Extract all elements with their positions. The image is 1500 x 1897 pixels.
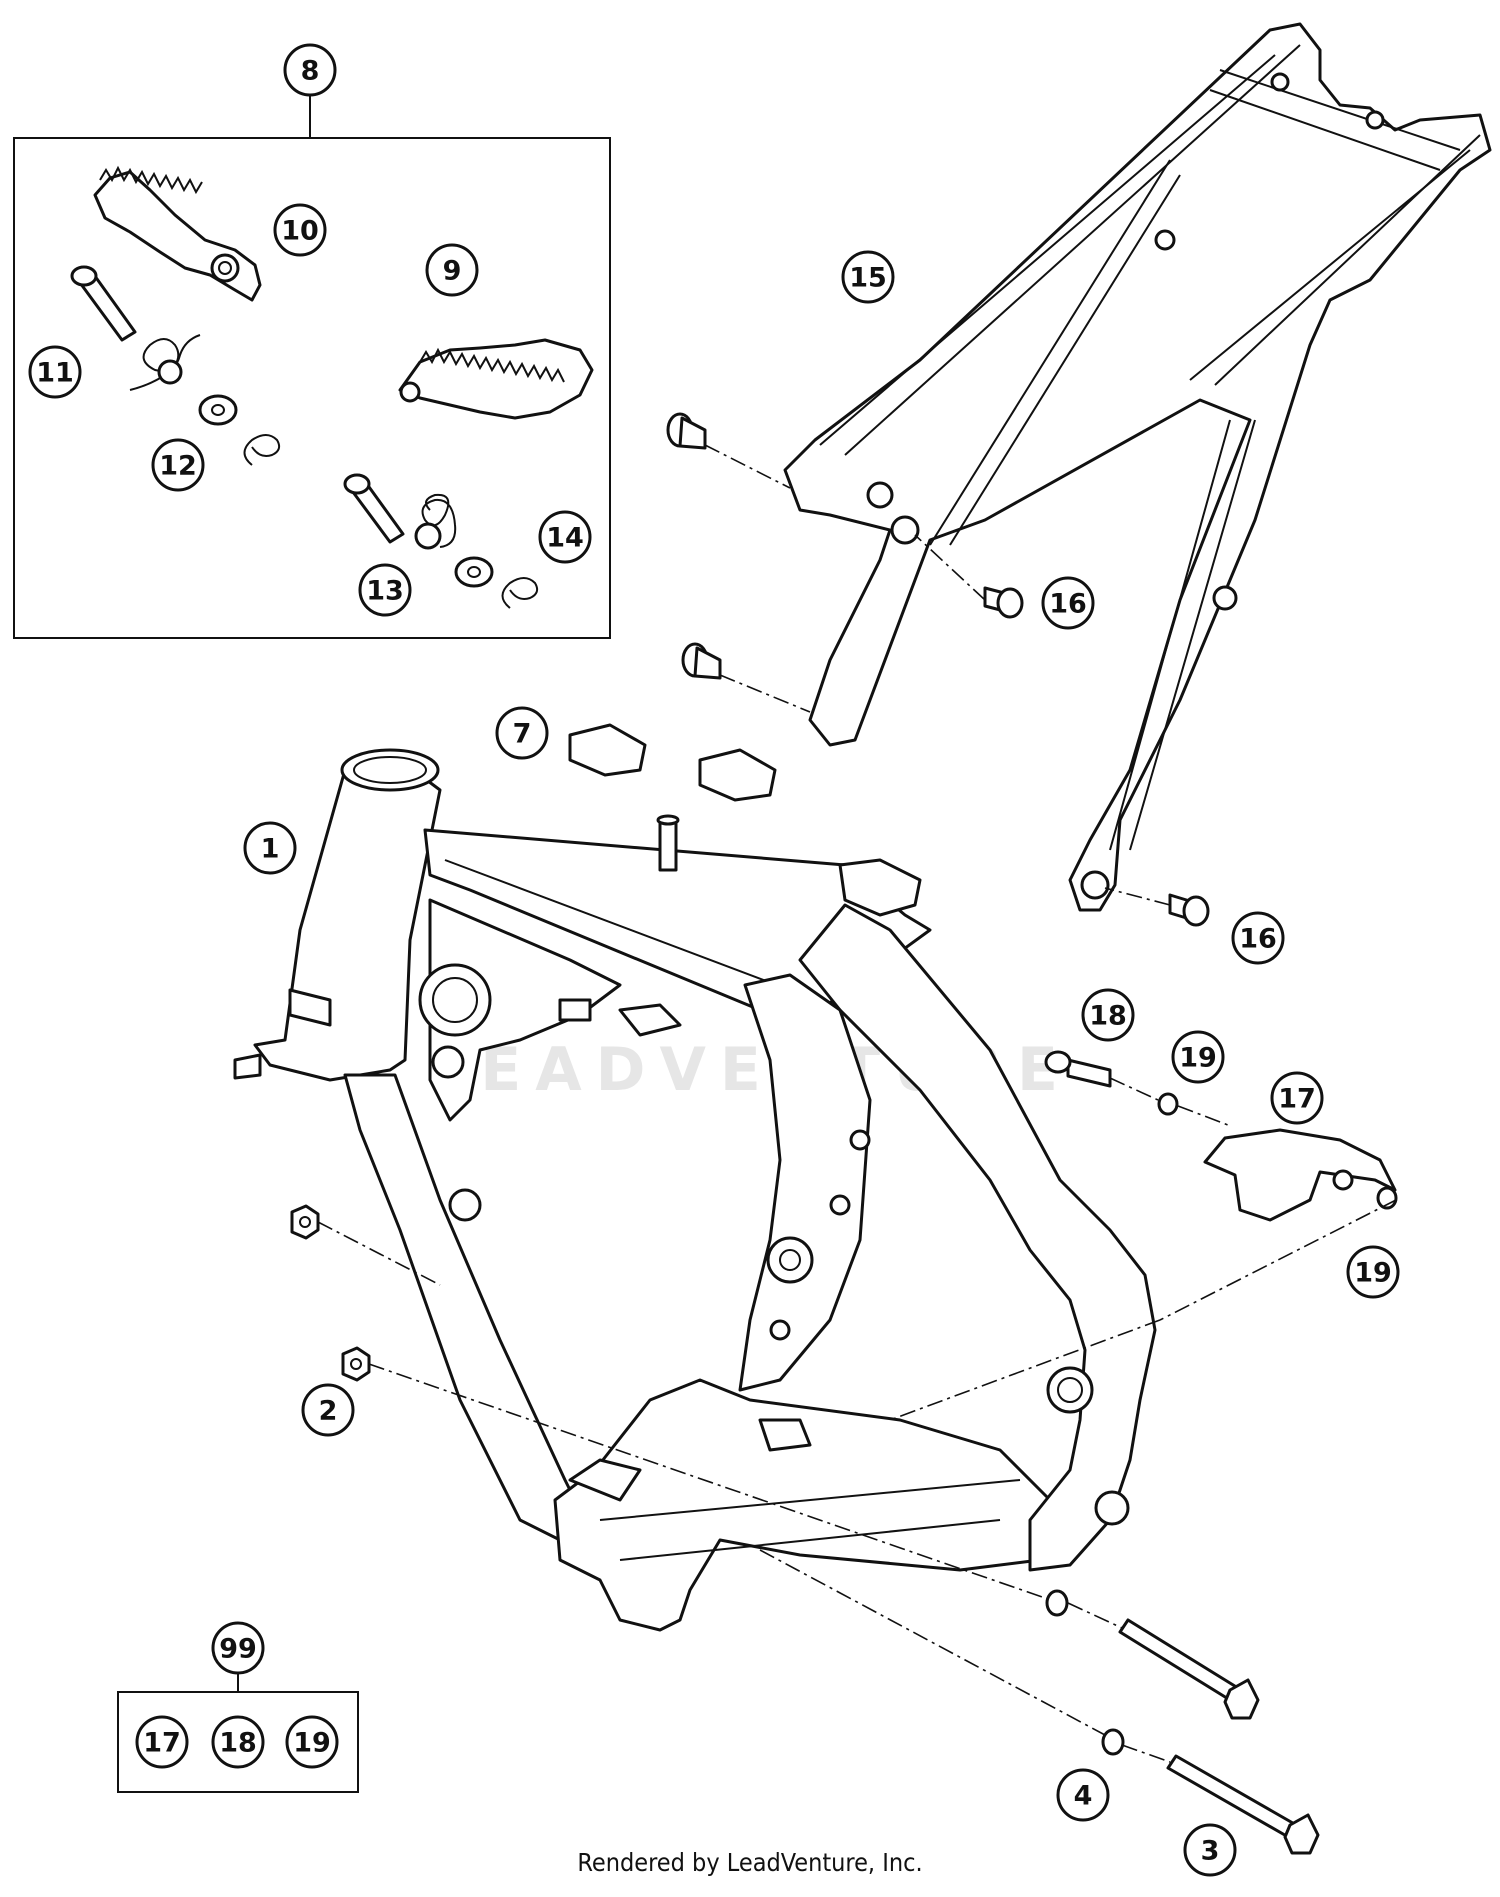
engine-bolt-lower: [1166, 1754, 1320, 1855]
svg-text:99: 99: [219, 1634, 257, 1665]
callout-16-upper: 16: [1041, 576, 1095, 630]
callout-2: 2: [301, 1383, 355, 1437]
svg-text:16: 16: [1049, 589, 1087, 620]
subframe: [783, 22, 1492, 912]
svg-text:2: 2: [319, 1396, 338, 1427]
washer-4-lower: [1101, 1728, 1125, 1756]
svg-text:19: 19: [1354, 1258, 1392, 1289]
chain-guide-bolt: [1044, 1050, 1112, 1088]
svg-text:11: 11: [36, 358, 74, 389]
svg-text:4: 4: [1074, 1781, 1093, 1812]
callout-19-kit: 19: [285, 1715, 339, 1769]
callout-99: 99: [211, 1621, 265, 1675]
svg-text:7: 7: [513, 719, 532, 750]
svg-text:3: 3: [1201, 1836, 1220, 1867]
clip-left: [243, 434, 281, 466]
chain-guide-washer-a: [1157, 1092, 1179, 1116]
callout-3: 3: [1183, 1823, 1237, 1877]
callout-10: 10: [273, 203, 327, 257]
callout-17-kit: 17: [135, 1715, 189, 1769]
callout-19-upper: 19: [1171, 1030, 1225, 1084]
pin-right: [343, 473, 405, 544]
callout-18-kit: 18: [211, 1715, 265, 1769]
bolt-subframe-upper: [666, 412, 707, 450]
washer-4-upper: [1045, 1589, 1069, 1617]
callout-14: 14: [538, 510, 592, 564]
svg-text:15: 15: [849, 263, 887, 294]
spring-left: [129, 334, 201, 391]
callout-17: 17: [1270, 1071, 1324, 1125]
svg-text:10: 10: [281, 216, 319, 247]
footpeg-kit-box: [13, 137, 611, 639]
spring-right: [414, 493, 457, 550]
footer-credit: Rendered by LeadVenture, Inc.: [577, 1848, 923, 1877]
bolt-16-upper: [983, 586, 1024, 619]
svg-text:9: 9: [443, 256, 462, 287]
pin-left: [70, 265, 137, 342]
nut-upper: [290, 1204, 320, 1240]
callout-12: 12: [151, 438, 205, 492]
svg-text:8: 8: [301, 56, 320, 87]
footpeg-right: [398, 338, 594, 420]
footpeg-left: [93, 165, 262, 302]
callout-7: 7: [495, 706, 549, 760]
bolt-16-lower: [1168, 893, 1210, 927]
callout-11: 11: [28, 345, 82, 399]
svg-text:18: 18: [1089, 1001, 1127, 1032]
callout-8: 8: [283, 43, 337, 97]
callout-9: 9: [425, 243, 479, 297]
clip-right: [501, 577, 539, 609]
main-frame: [233, 748, 1157, 1632]
svg-text:19: 19: [293, 1728, 331, 1759]
svg-text:1: 1: [261, 834, 280, 865]
svg-text:13: 13: [366, 576, 404, 607]
washer-left: [198, 394, 238, 426]
bolt-subframe-lower: [681, 642, 722, 680]
svg-text:18: 18: [219, 1728, 257, 1759]
rubber-damper-pair: [568, 723, 777, 802]
callout-1: 1: [243, 821, 297, 875]
callout-16-lower: 16: [1231, 911, 1285, 965]
svg-text:14: 14: [546, 523, 584, 554]
callout-15: 15: [841, 250, 895, 304]
chain-guide: [1203, 1128, 1397, 1222]
washer-right: [454, 556, 494, 588]
nut-lower: [341, 1346, 371, 1382]
leader-lines: [317, 444, 1397, 1763]
callout-19-lower: 19: [1346, 1245, 1400, 1299]
callout-13: 13: [358, 563, 412, 617]
svg-text:17: 17: [1278, 1084, 1316, 1115]
svg-text:17: 17: [143, 1728, 181, 1759]
svg-text:12: 12: [159, 451, 197, 482]
callout-4: 4: [1056, 1768, 1110, 1822]
callout-18: 18: [1081, 988, 1135, 1042]
svg-text:19: 19: [1179, 1043, 1217, 1074]
svg-text:16: 16: [1239, 924, 1277, 955]
engine-bolt-upper: [1118, 1618, 1260, 1720]
